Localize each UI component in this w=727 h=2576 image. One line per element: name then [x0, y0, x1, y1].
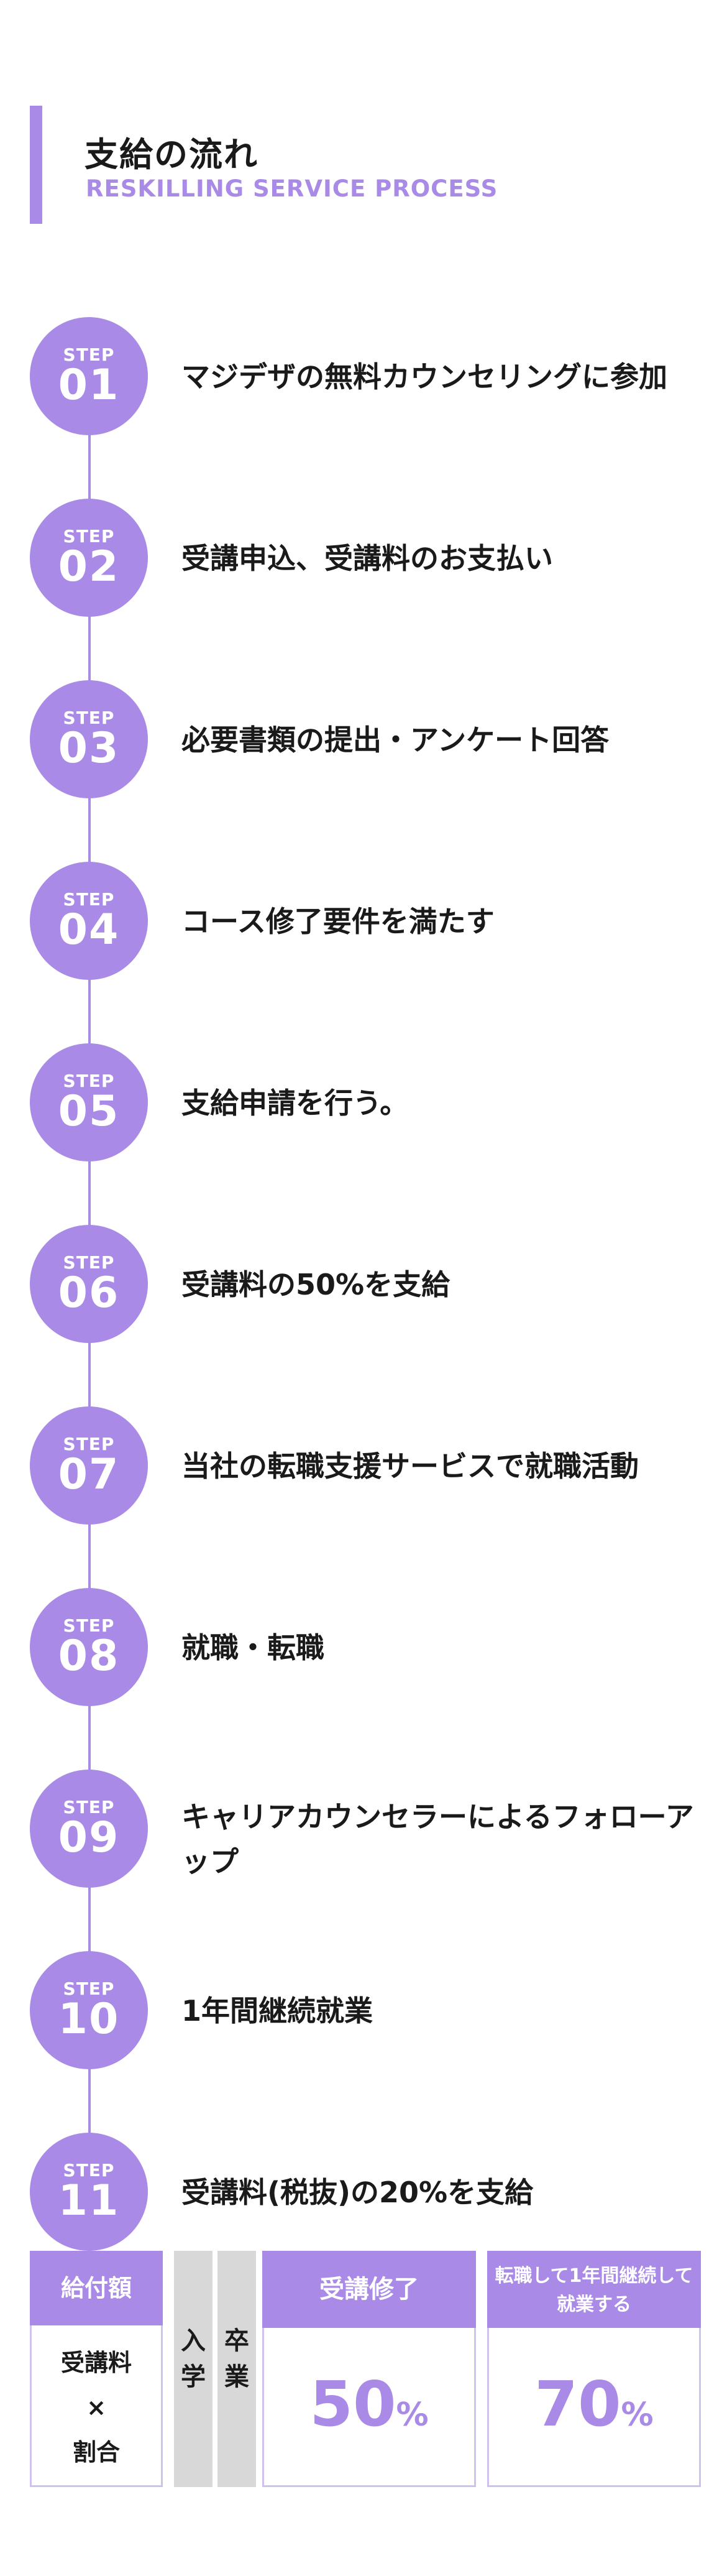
step-number: 10 [58, 1995, 120, 2044]
section-header: 支給の流れ RESKILLING SERVICE PROCESS [30, 106, 688, 224]
step-label: STEP [63, 1434, 115, 1454]
enrollment-char: 学 [181, 2363, 206, 2391]
formula-line: 割合 [72, 2439, 120, 2466]
step-circle: STEP 04 [30, 862, 148, 980]
graduation-char: 卒 [224, 2327, 249, 2355]
step-text: 受講料の50%を支給 [181, 1268, 450, 1301]
step-circle: STEP 09 [30, 1770, 148, 1888]
step-text: キャリアカウンセラーによるフォローアップ [181, 1800, 694, 1878]
step-text: 当社の転職支援サービスで就職活動 [181, 1449, 639, 1483]
step-number: 02 [58, 542, 120, 591]
step-label: STEP [63, 1978, 115, 1999]
course-completion-rate: 50% [264, 2368, 474, 2440]
step-text: コース修了要件を満たす [181, 905, 495, 938]
step-text: マジデザの無料カウンセリングに参加 [181, 360, 667, 394]
step-number: 06 [58, 1268, 120, 1318]
formula-line: 受講料 [60, 2349, 132, 2376]
rate-value: 70 [534, 2368, 621, 2440]
benefit-amount-header: 給付額 [30, 2251, 163, 2325]
step-item: STEP 06 受講料の50%を支給 [30, 1225, 701, 1343]
course-completion-body: 50% [262, 2328, 476, 2487]
step-circle: STEP 06 [30, 1225, 148, 1343]
step-label: STEP [63, 889, 115, 910]
step-number: 11 [58, 2176, 120, 2225]
step-number: 03 [58, 724, 120, 773]
enrollment-char: 入 [181, 2327, 206, 2355]
step-circle: STEP 10 [30, 1951, 148, 2069]
step-item: STEP 08 就職・転職 [30, 1588, 701, 1706]
rate-unit: % [621, 2396, 654, 2434]
header-accent-bar [30, 106, 42, 224]
header-line: 就業する [557, 2294, 631, 2315]
step-item: STEP 11 受講料(税抜)の20%を支給 [30, 2133, 701, 2251]
step-item: STEP 03 必要書類の提出・アンケート回答 [30, 680, 701, 798]
step-number: 07 [58, 1450, 120, 1499]
continued-employment-header: 転職して1年間継続して 就業する [487, 2251, 701, 2328]
rate-value: 50 [309, 2368, 396, 2440]
step-label: STEP [63, 526, 115, 547]
enrollment-marker: 入 学 [174, 2251, 213, 2487]
rate-unit: % [396, 2396, 429, 2434]
continued-employment-rate: 70% [489, 2368, 699, 2440]
step-text: 就職・転職 [181, 1631, 324, 1664]
step-label: STEP [63, 2160, 115, 2181]
benefit-amount-body: 受講料 × 割合 [30, 2325, 163, 2487]
step-label: STEP [63, 1615, 115, 1636]
course-completion-header: 受講修了 [262, 2251, 476, 2328]
step-item: STEP 10 1年間継続就業 [30, 1951, 701, 2069]
process-steps: STEP 01 マジデザの無料カウンセリングに参加 STEP 02 受講申込、受… [30, 317, 701, 2251]
step-item: STEP 07 当社の転職支援サービスで就職活動 [30, 1406, 701, 1525]
step-text: 支給申請を行う。 [181, 1086, 409, 1120]
benefit-table: 給付額 受講料 × 割合 入 学 卒 業 受講修了 50% 転職して1年間継続し… [30, 2251, 701, 2487]
step-label: STEP [63, 1797, 115, 1817]
step-item: STEP 09 キャリアカウンセラーによるフォローアップ [30, 1770, 701, 1888]
step-text: 1年間継続就業 [181, 1994, 373, 2028]
step-circle: STEP 05 [30, 1043, 148, 1161]
header-line: 転職して1年間継続して [495, 2265, 693, 2287]
continued-employment-column: 転職して1年間継続して 就業する 70% [487, 2251, 701, 2487]
step-number: 09 [58, 1813, 120, 1862]
step-number: 04 [58, 905, 120, 954]
step-text: 受講料(税抜)の20%を支給 [181, 2176, 534, 2209]
graduation-marker: 卒 業 [217, 2251, 256, 2487]
step-circle: STEP 07 [30, 1406, 148, 1525]
benefit-amount-column: 給付額 受講料 × 割合 [30, 2251, 163, 2487]
formula-line: × [86, 2394, 106, 2421]
step-label: STEP [63, 1252, 115, 1273]
step-circle: STEP 03 [30, 680, 148, 798]
step-circle: STEP 11 [30, 2133, 148, 2251]
graduation-char: 業 [224, 2363, 249, 2391]
step-item: STEP 02 受講申込、受講料のお支払い [30, 499, 701, 617]
step-text: 受講申込、受講料のお支払い [181, 542, 553, 575]
step-label: STEP [63, 344, 115, 365]
step-number: 05 [58, 1087, 120, 1136]
page-title: 支給の流れ [85, 135, 258, 174]
step-number: 08 [58, 1632, 120, 1681]
step-label: STEP [63, 708, 115, 728]
step-circle: STEP 08 [30, 1588, 148, 1706]
step-circle: STEP 02 [30, 499, 148, 617]
step-item: STEP 01 マジデザの無料カウンセリングに参加 [30, 317, 701, 435]
page-subtitle: RESKILLING SERVICE PROCESS [86, 175, 498, 202]
step-label: STEP [63, 1071, 115, 1091]
step-number: 01 [58, 361, 120, 410]
step-item: STEP 04 コース修了要件を満たす [30, 862, 701, 980]
continued-employment-body: 70% [487, 2328, 701, 2487]
step-text: 必要書類の提出・アンケート回答 [181, 723, 610, 757]
step-item: STEP 05 支給申請を行う。 [30, 1043, 701, 1161]
course-completion-column: 受講修了 50% [262, 2251, 476, 2487]
step-circle: STEP 01 [30, 317, 148, 435]
